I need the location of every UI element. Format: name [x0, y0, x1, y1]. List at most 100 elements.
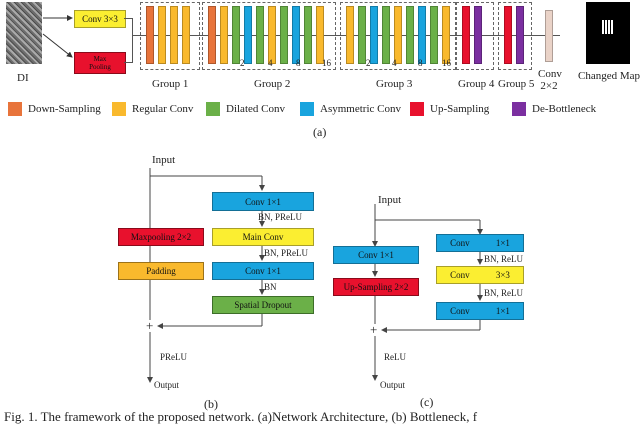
group2-box [202, 2, 336, 70]
legend-swatch-regular-conv [112, 102, 126, 116]
b-bn: BN [264, 282, 277, 292]
b-conv2-label: Conv 1×1 [245, 266, 281, 276]
g2-dilation-label: 8 [296, 58, 301, 68]
group5-box [498, 2, 532, 70]
c-output: Output [380, 380, 406, 390]
c-relu: ReLU [384, 352, 406, 362]
g4-upsample-bar [462, 6, 470, 64]
di-label: DI [17, 72, 29, 84]
b-padding-box: Padding [118, 262, 204, 280]
group-label: Group 1 [152, 78, 189, 90]
g3-dilation-label: 16 [442, 58, 451, 68]
b-input-label: Input [152, 154, 176, 166]
g3-dilation-label: 2 [366, 58, 371, 68]
legend-swatch-dilated-conv [206, 102, 220, 116]
g1-regular-bar [182, 6, 190, 64]
c-plus: + [370, 322, 378, 337]
changed-map-white-region [602, 20, 614, 34]
g2-dilation-label: 2 [240, 58, 245, 68]
c-conv3-label-b: 1×1 [495, 306, 510, 316]
legend-swatch-asymmetric-conv [300, 102, 314, 116]
b-spatial-dropout-label: Spatial Dropout [234, 300, 292, 310]
g3-regular-bar [346, 6, 354, 64]
g4-debottleneck-bar [474, 6, 482, 64]
g2-dilated-bar [280, 6, 288, 64]
b-main-conv-label: Main Conv [242, 232, 284, 242]
di-image [6, 2, 42, 64]
g5-upsample-bar [504, 6, 512, 64]
c-conv1-box: Conv 1×1 [436, 234, 524, 252]
g2-dilated-bar [232, 6, 240, 64]
group-label: Group 5 [498, 78, 535, 90]
final-conv-bar [545, 10, 553, 62]
g1-regular-bar [170, 6, 178, 64]
g3-asymmetric-bar [370, 6, 378, 64]
final-conv-label: Conv 2×2 [538, 68, 562, 92]
b-main-conv-box: Main Conv [212, 228, 314, 246]
b-bn-prelu-1: BN, PReLU [258, 212, 303, 222]
g2-regular-bar [316, 6, 324, 64]
figure-caption: Fig. 1. The framework of the proposed ne… [4, 410, 478, 424]
legend-swatch-up-sampling [410, 102, 424, 116]
c-conv-left-label: Conv 1×1 [358, 250, 394, 260]
g2-asymmetric-bar [244, 6, 252, 64]
c-bn-relu-2: BN, ReLU [484, 288, 523, 298]
caption-a: (a) [313, 125, 327, 139]
legend-swatch-de-bottleneck [512, 102, 526, 116]
c-conv3-box: Conv 1×1 [436, 302, 524, 320]
b-padding-label: Padding [146, 266, 176, 276]
b-conv2-box: Conv 1×1 [212, 262, 314, 280]
c-upsampling-box: Up-Sampling 2×2 [333, 278, 419, 296]
connector-pool [124, 62, 132, 63]
g3-dilation-label: 4 [392, 58, 397, 68]
changed-map-label: Changed Map [578, 70, 640, 82]
c-conv3-label-a: Conv [450, 306, 470, 316]
g3-regular-bar [394, 6, 402, 64]
c-bn-relu-1: BN, ReLU [484, 254, 523, 264]
legend-label: Up-Sampling [430, 103, 490, 115]
b-maxpool-label: Maxpooling 2×2 [130, 232, 192, 242]
c-conv2-label-a: Conv [450, 270, 470, 280]
c-upsampling-label: Up-Sampling 2×2 [343, 282, 409, 292]
group-label: Group 4 [458, 78, 495, 90]
g2-dilation-label: 16 [322, 58, 331, 68]
g1-regular-bar [158, 6, 166, 64]
g3-asymmetric-bar [418, 6, 426, 64]
b-conv1-box: Conv 1×1 [212, 192, 314, 211]
connector-conv [124, 18, 132, 19]
g3-dilated-bar [358, 6, 366, 64]
connector-merge [132, 18, 133, 63]
c-conv2-label-b: 3×3 [495, 270, 510, 280]
b-bn-prelu-2: BN, PReLU [264, 248, 309, 258]
conv3x3-label: Conv 3×3 [82, 14, 118, 24]
c-conv1-label-a: Conv [450, 238, 470, 248]
g3-dilation-label: 8 [418, 58, 423, 68]
g3-dilated-bar [406, 6, 414, 64]
b-prelu: PReLU [160, 352, 187, 362]
maxpool-block: Max Pooling [74, 52, 126, 74]
group3-box [340, 2, 456, 70]
caption-b: (b) [204, 397, 218, 411]
group-label: Group 2 [254, 78, 291, 90]
g2-dilated-bar [304, 6, 312, 64]
g5-debottleneck-bar [516, 6, 524, 64]
g2-dilated-bar [256, 6, 264, 64]
c-conv1-label-b: 1×1 [495, 238, 510, 248]
group1-box [140, 2, 200, 70]
b-conv1-label: Conv 1×1 [245, 196, 281, 207]
c-conv-left-box: Conv 1×1 [333, 246, 419, 264]
g2-regular-bar [268, 6, 276, 64]
c-input-label: Input [378, 194, 402, 206]
g1-downsample-bar [146, 6, 154, 64]
maxpool-label: Max Pooling [89, 55, 111, 71]
group4-box [456, 2, 494, 70]
legend-swatch-down-sampling [8, 102, 22, 116]
g3-dilated-bar [430, 6, 438, 64]
g2-regular-bar [220, 6, 228, 64]
c-conv2-box: Conv 3×3 [436, 266, 524, 284]
legend-label: Dilated Conv [226, 103, 285, 115]
b-spatial-dropout-box: Spatial Dropout [212, 296, 314, 314]
group-label: Group 3 [376, 78, 413, 90]
g2-asymmetric-bar [292, 6, 300, 64]
